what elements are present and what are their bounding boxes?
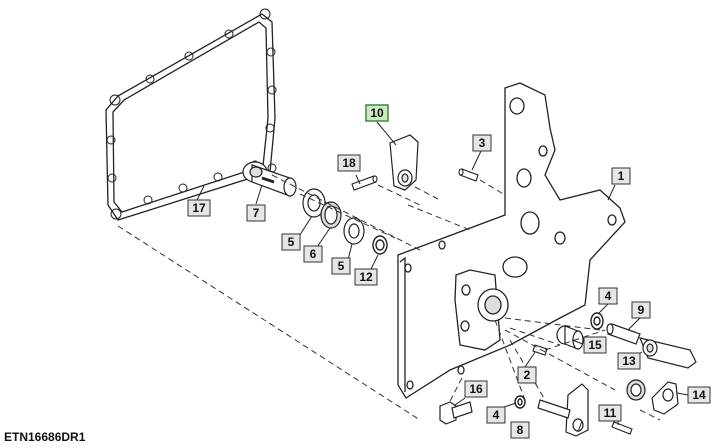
assembly-lines [117,174,661,421]
callout-box [246,204,266,222]
callout-2: 2 [517,366,537,384]
callout-box [303,245,323,263]
callout-9: 9 [631,301,651,319]
callout-box [687,386,711,404]
callout-box [631,301,651,319]
lever-8 [537,383,589,437]
callout-box [617,352,641,370]
housing-plate [397,82,626,399]
callout-number: 3 [479,136,486,150]
figure-reference: ETN16686DR1 [4,430,86,444]
callout-18: 18 [337,154,361,172]
callout-box [510,421,530,439]
callout-box [331,257,351,275]
lever-10 [389,134,419,191]
callout-1: 1 [611,167,631,185]
callout-number: 15 [588,338,602,352]
callout-number: 10 [370,106,384,120]
o-ring-12 [372,235,388,255]
callout-number: 14 [692,388,706,402]
callout-number: 5 [338,259,345,273]
pin-3 [458,168,479,182]
callout-6: 6 [303,245,323,263]
o-ring-4a [590,312,604,330]
callout-number: 13 [622,354,636,368]
callout-box [598,404,622,422]
callout-number: 12 [359,270,373,284]
callout-box [337,154,361,172]
callout-number: 4 [493,408,500,422]
lever-14 [651,381,679,415]
callout-box [517,366,537,384]
callout-15: 15 [583,336,607,354]
callout-box [187,199,211,217]
snap-ring-6 [320,201,342,229]
callout-box [464,380,488,398]
bushing-15 [556,325,584,350]
callout-number: 7 [253,206,260,220]
callout-17: 17 [187,199,211,217]
callout-4: 4 [598,287,618,305]
callout-number: 1 [618,169,625,183]
callout-box [598,287,618,305]
callout-5: 5 [281,233,301,251]
callout-13: 13 [617,352,641,370]
bolt-16 [439,401,473,425]
callout-number: 2 [524,368,531,382]
pin-2 [532,344,548,356]
callout-8: 8 [510,421,530,439]
callout-14: 14 [687,386,711,404]
callout-box [472,134,492,152]
callout-box [583,336,607,354]
callout-number: 16 [469,382,483,396]
callout-number: 6 [310,247,317,261]
o-ring-4b [514,395,526,409]
callout-number: 8 [517,423,524,437]
callout-number: 11 [604,406,617,420]
pin-11 [611,421,633,435]
callout-4: 4 [486,406,506,424]
callout-10: 10 [365,104,389,122]
shaft [242,161,297,197]
lever-13 [639,337,697,369]
pin-18 [351,175,378,191]
callout-box [365,104,389,122]
callout-number: 5 [288,235,295,249]
washer-5b [343,217,365,245]
shaft-9 [606,323,641,345]
callout-box [354,268,378,286]
callout-number: 4 [605,289,612,303]
callout-12: 12 [354,268,378,286]
callout-11: 11 [598,404,622,422]
seal-ring [626,379,646,401]
callout-number: 17 [192,201,206,215]
callout-box [611,167,631,185]
callout-3: 3 [472,134,492,152]
callout-number: 18 [342,156,356,170]
callout-box [486,406,506,424]
callout-16: 16 [464,380,488,398]
callout-7: 7 [246,204,266,222]
gasket [105,8,277,221]
callout-5: 5 [331,257,351,275]
callout-number: 9 [638,303,645,317]
callout-box [281,233,301,251]
